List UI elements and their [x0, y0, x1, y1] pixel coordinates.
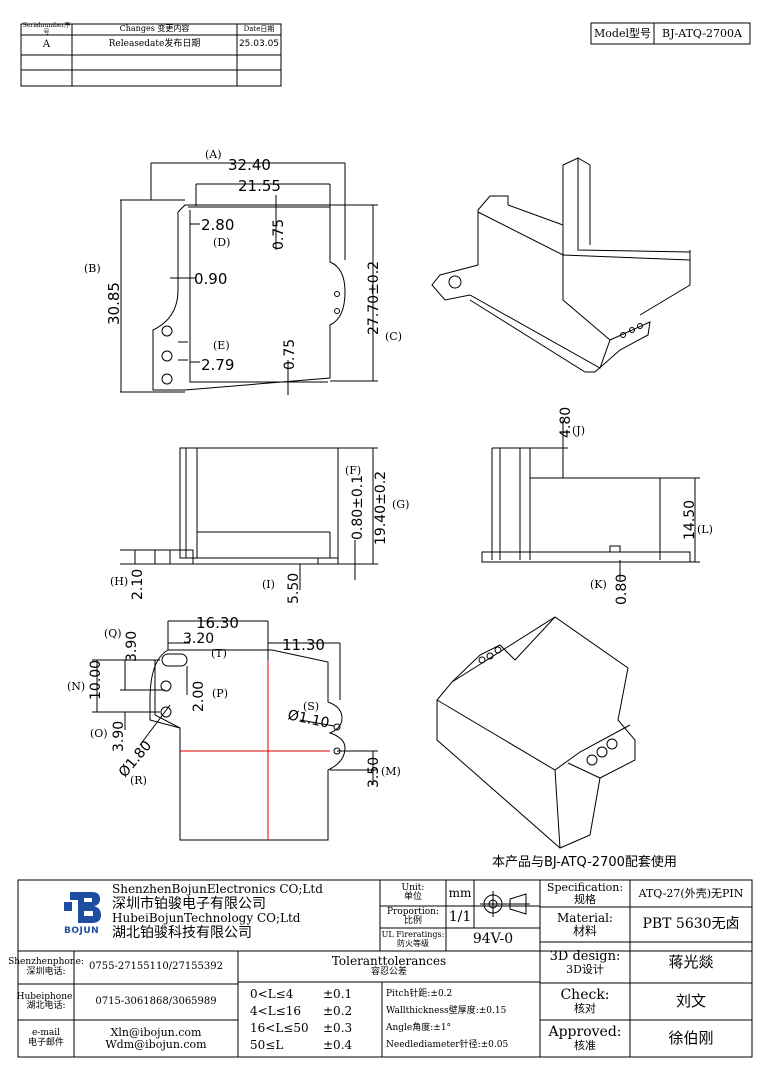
dim-E-label: (E) — [213, 339, 230, 352]
email-2: Wdm@ibojun.com — [105, 1037, 207, 1051]
proportion-value: 1/1 — [448, 908, 472, 925]
dim-inner-width: 21.55 — [238, 177, 281, 195]
dim-E-value: 2.79 — [201, 356, 234, 374]
hubei-phone-value: 0715-3061868/3065989 — [95, 995, 217, 1007]
dim-1130: 11.30 — [282, 636, 325, 654]
dim-D-value: 2.80 — [201, 216, 234, 234]
email-1: Xln@ibojun.com — [110, 1025, 202, 1039]
dim-H-value: 2.10 — [130, 569, 146, 600]
dim-M-label: (M) — [381, 765, 401, 778]
shenzhen-phone-label: Shenzhenphone: 深圳电话: — [8, 957, 84, 977]
check-value: 刘文 — [675, 991, 706, 1010]
header-serial: Serialnumber序号 — [22, 22, 71, 36]
top-view-outline — [152, 204, 346, 391]
hubei-phone-label: Hubeiphone: 湖北电话: — [16, 991, 76, 1011]
isometric-view-top — [431, 157, 691, 373]
model-box-frame — [590, 22, 751, 45]
unit-label: Unit: 单位 — [401, 882, 425, 902]
shenzhen-phone-value: 0755-27155110/27155392 — [89, 961, 223, 973]
material-value: PBT 5630无卤 — [642, 916, 740, 933]
check-label: Check: 核对 — [560, 987, 610, 1016]
dim-B-value: 30.85 — [105, 282, 123, 325]
dim-T-label: (T) — [211, 647, 227, 660]
email-label: e-mail 电子邮件 — [27, 1028, 64, 1048]
fire-value: 94V-0 — [472, 931, 514, 948]
fire-label: UL Fireratings: 防火等级 — [381, 930, 445, 948]
row-date: 25.03.05 — [238, 39, 280, 50]
model-label: Model型号 — [594, 26, 651, 40]
company-cn-2: 湖北铂骏科技有限公司 — [112, 925, 252, 941]
isometric-view-bottom — [436, 616, 636, 849]
spec-value: ATQ-27(外壳)无PIN — [638, 886, 744, 900]
dim-P-value: 2.00 — [191, 681, 207, 712]
dim-M-value: 3.50 — [366, 757, 382, 788]
unit-value: mm — [448, 885, 472, 900]
company-en-2: HubeiBojunTechnology CO;Ltd — [112, 911, 301, 925]
dim-1630: 16.30 — [196, 614, 239, 632]
logo-text: BOJUN — [64, 926, 100, 936]
dim-Q-label: (Q) — [104, 627, 122, 640]
model-value: BJ-ATQ-2700A — [662, 26, 742, 40]
header-changes: Changes 变更内容 — [119, 24, 190, 34]
tolerance-ranges: 0<L≤4 4<L≤16 16<L≤50 50≤L — [250, 987, 309, 1052]
dim-320: 3.20 — [183, 631, 214, 647]
dim-G-label: (G) — [392, 498, 409, 511]
dim-S-label: (S) — [303, 700, 319, 713]
dim-wall: 0.90 — [194, 270, 227, 288]
dim-L-label: (L) — [697, 523, 713, 536]
revision-table-grid — [20, 23, 282, 87]
side-view-outline — [481, 447, 691, 563]
compatibility-note: 本产品与BJ-ATQ-2700配套使用 — [492, 855, 677, 870]
dim-L-value: 14.50 — [682, 500, 698, 540]
dim-top-075: 0.75 — [271, 219, 287, 250]
dim-J-value: 4.80 — [558, 407, 574, 438]
dim-Q-value: 3.90 — [124, 631, 140, 662]
dim-B-label: (B) — [84, 262, 101, 275]
design-label: 3D design: 3D设计 — [549, 948, 621, 976]
dim-R-label: (R) — [130, 774, 147, 787]
row-serial: A — [42, 38, 51, 50]
proportion-label: Proportion: 比例 — [386, 906, 439, 926]
spec-label: Specification: 规格 — [546, 880, 624, 906]
dim-G-value: 0.80±0.1 — [350, 475, 366, 540]
design-value: 蒋光燚 — [668, 952, 714, 971]
dim-O-value: 3.90 — [111, 721, 127, 752]
technical-drawing: (A) 32.40 21.55 (B) 30.85 (C) 27.70±0.2 … — [67, 148, 713, 849]
bottom-view-outline — [149, 649, 346, 841]
dim-D-label: (D) — [213, 236, 230, 249]
dim-C-value: 27.70±0.2 — [366, 261, 382, 335]
dim-N-value: 10.00 — [88, 660, 104, 700]
front-view-outline — [134, 447, 339, 565]
dim-O-label: (O) — [90, 727, 108, 740]
dim-I-label: (I) — [262, 578, 275, 591]
dim-J-label: (J) — [572, 424, 585, 437]
header-date: Date日期 — [243, 24, 275, 33]
bojun-logo-icon — [64, 892, 101, 923]
dim-C-label: (C) — [385, 330, 402, 343]
tolerance-values: ±0.1 ±0.2 ±0.3 ±0.4 — [323, 987, 353, 1052]
projection-symbol-icon — [480, 891, 530, 917]
tolerance-notes: Pitch针距:±0.2 Wallthickness壁厚度:±0.15 Angl… — [386, 989, 509, 1050]
tolerance-title: Toleranttolerances 容忍公差 — [331, 954, 447, 978]
row-change: Releasedate发布日期 — [108, 39, 201, 50]
dim-A-label: (A) — [205, 148, 222, 161]
dim-H-label: (H) — [110, 575, 128, 588]
email-values: Xln@ibojun.com Wdm@ibojun.com — [74, 1020, 238, 1057]
dim-N-label: (N) — [67, 680, 85, 693]
dim-F-value: 19.40±0.2 — [373, 471, 389, 545]
dim-I-value: 5.50 — [286, 573, 302, 604]
material-label: Material: 材料 — [557, 910, 613, 938]
dim-bottom-075: 0.75 — [282, 339, 298, 370]
company-block: ShenzhenBojunElectronics CO;Ltd 深圳市铂骏电子有… — [112, 882, 323, 942]
company-en-1: ShenzhenBojunElectronics CO;Ltd — [112, 882, 323, 896]
dim-K-label: (K) — [590, 578, 607, 591]
dim-F-label: (F) — [345, 464, 361, 477]
dim-P-label: (P) — [212, 687, 228, 700]
company-cn-1: 深圳市铂骏电子有限公司 — [112, 896, 266, 912]
approved-label: Approved: 核准 — [548, 1024, 622, 1053]
dim-K-value: 0.80 — [614, 574, 630, 605]
approved-value: 徐伯刚 — [668, 1028, 714, 1047]
dim-A-value: 32.40 — [228, 156, 271, 174]
